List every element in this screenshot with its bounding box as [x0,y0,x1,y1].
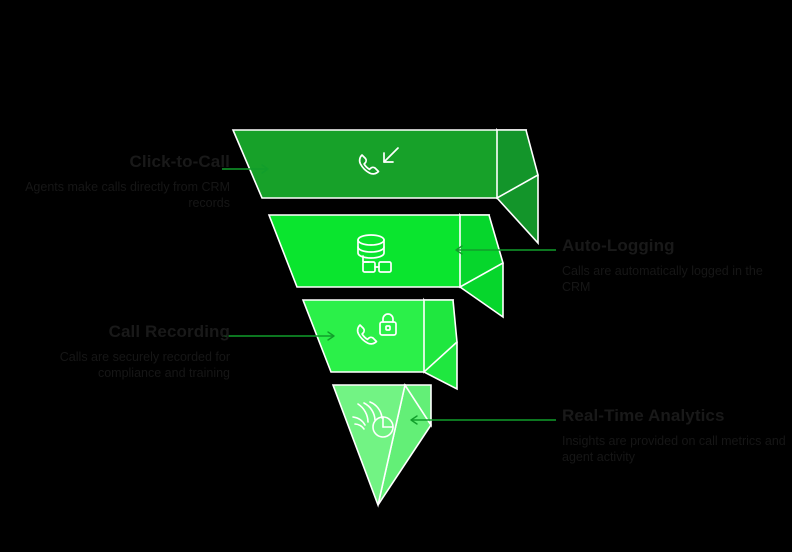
stage-label-1-description: Agents make calls directly from CRM reco… [25,180,230,210]
database-records-icon [357,234,392,273]
stage-label-4[interactable]: Real-Time Analytics Insights are provide… [562,406,792,465]
stage-label-2-description: Calls are automatically logged in the CR… [562,264,763,294]
stage-label-4-description: Insights are provided on call metrics an… [562,434,786,464]
connector-stage-4 [410,415,556,425]
funnel-stage-4[interactable] [331,382,432,508]
stage-label-2[interactable]: Auto-Logging Calls are automatically log… [562,236,792,295]
funnel-stage-3[interactable] [301,297,458,391]
stage-label-1-title: Click-to-Call [129,152,230,171]
stage-label-1[interactable]: Click-to-Call Agents make calls directly… [0,152,230,211]
stage-label-3-description: Calls are securely recorded for complian… [59,350,230,380]
funnel-stage-1-bevel [496,129,539,200]
connector-stage-2 [455,245,556,255]
stage-label-3[interactable]: Call Recording Calls are securely record… [0,322,230,381]
stage-label-4-title: Real-Time Analytics [562,406,725,425]
funnel-stage-1[interactable] [231,127,539,246]
phone-incoming-call-icon [358,147,399,175]
funnel-stage-2-bevel [459,214,504,289]
analytics-pie-chart-icon [352,401,394,438]
funnel-stage-4-face [331,384,406,508]
funnel-stage-1-face [231,129,528,199]
phone-lock-secure-icon [356,313,397,345]
funnel-stage-3-bevel [423,299,458,374]
stage-label-3-title: Call Recording [108,322,230,341]
connector-stage-1 [222,164,269,174]
funnel-stage-4-bevel [403,384,432,428]
stage-label-2-title: Auto-Logging [562,236,675,255]
connector-stage-3 [222,331,335,341]
funnel-stage-2[interactable] [267,212,504,319]
